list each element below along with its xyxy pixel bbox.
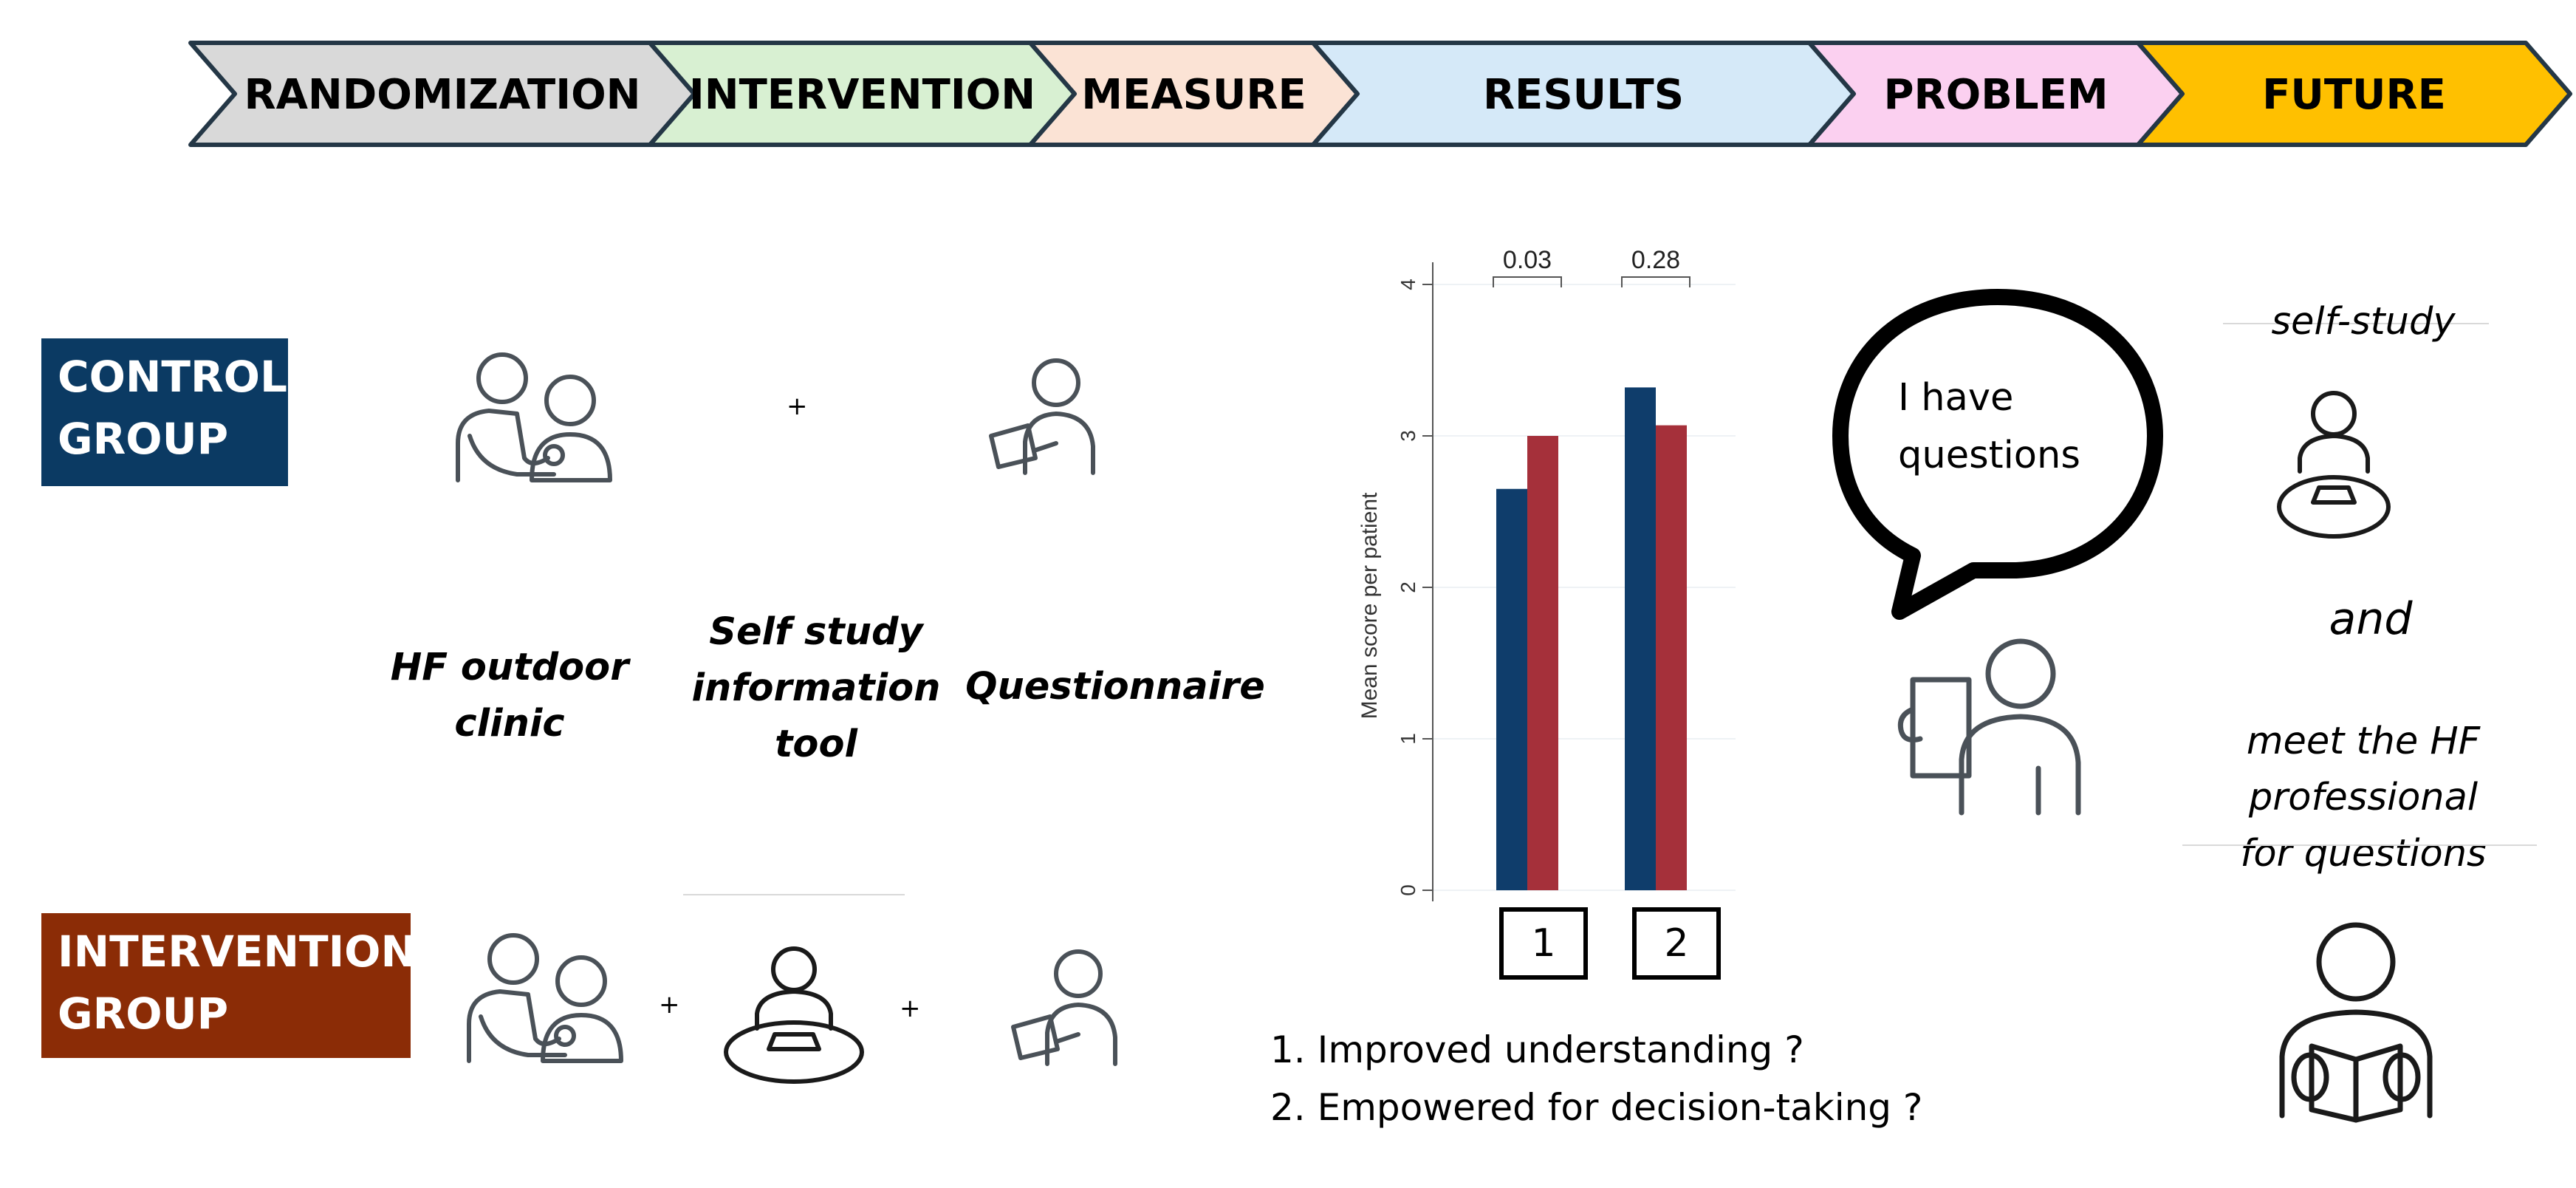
person-clipboard-icon-intervention [1011,949,1117,1066]
question-1: 1. Improved understanding ? [1270,1028,1804,1071]
speech-bubble [1832,289,2163,620]
bar-cat2-series1 [1625,387,1656,890]
bar-cat2-series2 [1656,425,1687,890]
divider-line-future-top [2223,323,2489,324]
chart-y-axis-label: Mean score per patient [1357,492,1382,720]
chart-y-tick-label: 4 [1397,279,1419,290]
clinic-caption-line1: HF outdoor [390,646,629,689]
bar-cat1-series1 [1496,488,1527,890]
person-tablet-icon [1897,638,2081,816]
control-group-line2: GROUP [58,414,229,464]
tool-caption-line1: Self study [709,610,923,654]
question-list: 1. Improved understanding ? 2. Empowered… [1270,1021,2009,1136]
doctor-patient-icon-intervention [467,933,623,1063]
intervention-group-line1: INTERVENTION [58,926,417,977]
future-meet: meet the HF professional for questions [2216,714,2511,882]
speech-text: I have questions [1898,369,2080,485]
step-label-1: INTERVENTION [689,71,1035,119]
doctor-patient-icon [456,352,612,482]
plus-sign-int-1: + [659,990,680,1020]
step-chevron-5 [2136,41,2572,147]
step-label-3: RESULTS [1483,71,1684,119]
future-meet-line1: meet the HF [2246,720,2481,763]
pvalue-label-1: 0.03 [1503,246,1552,274]
pvalue-label-2: 0.28 [1631,246,1680,274]
speech-line1: I have [1898,376,2014,420]
person-clipboard-icon [989,358,1095,475]
clinic-caption-line2: clinic [454,702,565,745]
control-group-label: CONTROL GROUP [41,338,288,486]
questionnaire-caption: Questionnaire [965,665,1265,709]
chart-y-tick-label: 2 [1397,581,1419,593]
tool-caption-line2: information [691,666,941,710]
chart-y-tick-label: 0 [1397,884,1419,896]
pvalue-bracket-2 [1621,276,1690,287]
category-box-1: 1 [1499,907,1588,980]
results-bar-chart: 0 1 2 3 4 0.03 0.28 Mean score per patient [1357,246,1736,901]
intervention-group-line2: GROUP [58,989,229,1039]
divider-line-tool [683,894,905,895]
step-label-4: PROBLEM [1883,71,2108,119]
person-laptop-icon-future [2277,391,2391,539]
tool-caption-line3: tool [775,723,857,766]
step-label-5: FUTURE [2262,71,2446,119]
control-group-line1: CONTROL [58,352,287,402]
intervention-group-label: INTERVENTION GROUP [41,913,417,1058]
process-arrow-bar: RANDOMIZATION INTERVENTION MEASURE RESULTS P… [188,41,2572,147]
chart-y-tick-label: 1 [1397,733,1419,745]
speech-line2: questions [1898,434,2080,477]
question-2: 2. Empowered for decision-taking ? [1270,1086,1923,1129]
future-meet-line3: for questions [2240,832,2487,875]
step-label-2: MEASURE [1081,71,1306,119]
plus-sign-int-2: + [900,994,921,1023]
person-laptop-icon [724,946,864,1084]
chart-y-tick-label: 3 [1397,430,1419,442]
tool-caption: Self study information tool [668,604,964,773]
plus-sign-control: + [787,392,808,421]
step-label-0: RANDOMIZATION [244,71,640,119]
pvalue-bracket-1 [1493,276,1562,287]
future-and: and [2329,593,2413,645]
person-reading-icon [2279,922,2433,1123]
bar-cat1-series2 [1527,436,1558,890]
future-self-study: self-study [2271,300,2456,344]
future-meet-line2: professional [2248,776,2479,819]
divider-line-future-bottom [2182,844,2537,846]
category-box-2: 2 [1632,907,1721,980]
clinic-caption: HF outdoor clinic [377,640,643,752]
